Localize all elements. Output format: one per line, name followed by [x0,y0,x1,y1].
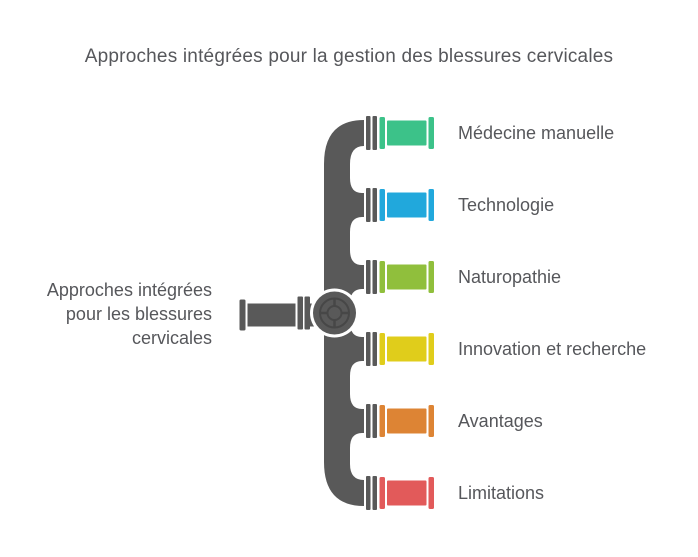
root-node-label: Approches intégrées pour les blessures c… [46,280,212,348]
branch-label-limitations: Limitations [458,483,545,503]
root-pipe-body [247,303,296,327]
branch-flanges-4 [366,332,377,366]
branch-label-naturopathie: Naturopathie [458,267,562,287]
branch-flanges-6 [366,476,377,510]
diagram-title: Approches intégrées pour la gestion des … [84,46,614,67]
branch-pipe-limitations [379,477,434,509]
branch-label-medecine-manuelle: Médecine manuelle [458,123,615,143]
branch-flanges-5 [366,404,377,438]
branch-pipe-avantages [379,405,434,437]
branch-label-avantages: Avantages [458,411,543,431]
branch-pipe-innovation [379,333,434,365]
branch-flanges-3 [366,260,377,294]
branch-flanges-2 [366,188,377,222]
branch-label-innovation: Innovation et recherche [458,339,647,359]
branch-pipe-naturopathie [379,261,434,293]
branch-pipe-medecine-manuelle [379,117,434,149]
branch-pipe-technologie [379,189,434,221]
valve-icon [310,288,359,338]
branch-arm-avantages [350,394,364,448]
branch-label-technologie: Technologie [458,195,555,215]
branch-arm-technologie [350,178,364,232]
valve-wheel-detail [319,297,350,329]
branch-arm-innovation [350,322,364,376]
root-pipe-cap [239,299,246,331]
branch-arm-naturopathie [350,250,364,304]
root-pipe-flange-1 [297,296,303,330]
branch-flanges-1 [366,116,377,150]
